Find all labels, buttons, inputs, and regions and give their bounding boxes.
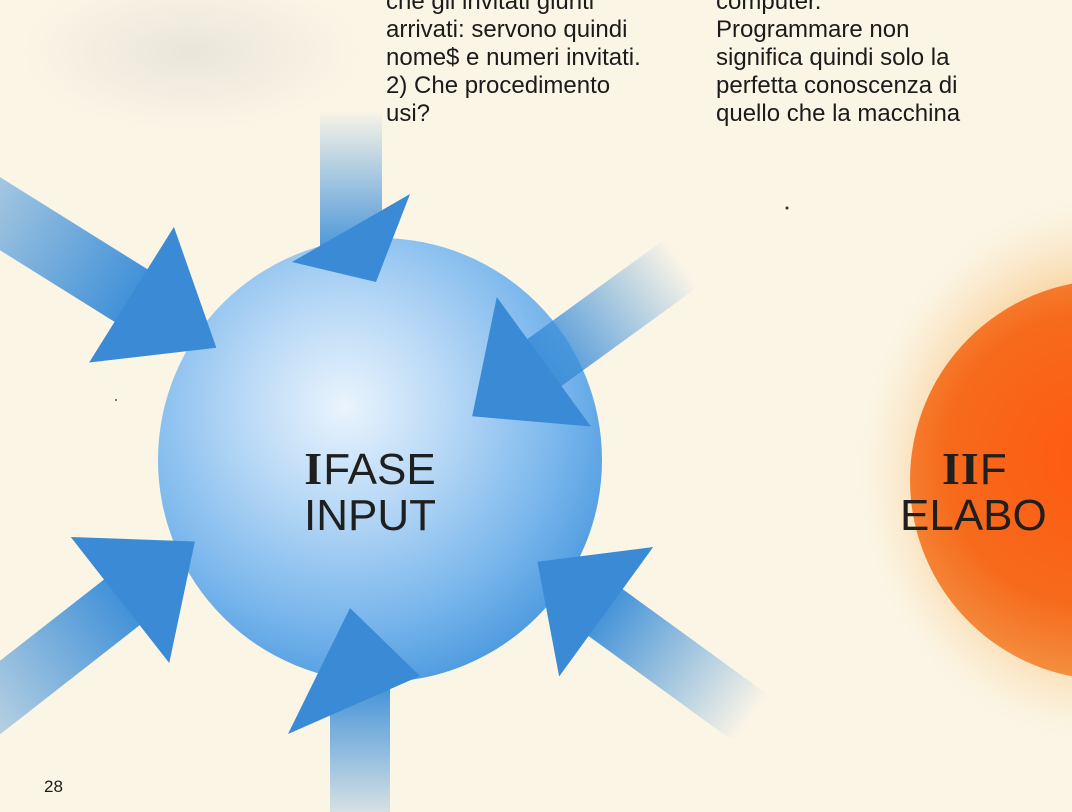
text-line: usi? xyxy=(386,100,431,127)
processing-phase-label: IIF ELABO xyxy=(900,446,1072,539)
text-line: 2) Che procedimento xyxy=(386,72,611,99)
text-line: arrivati: servono quindi xyxy=(386,16,628,43)
arrow-top xyxy=(292,110,410,282)
arrow-upper-left xyxy=(0,157,217,363)
text-line: significa quindi solo la xyxy=(716,44,950,71)
page-number: 28 xyxy=(44,777,63,796)
phase-word: F xyxy=(979,445,1007,494)
phase-name: ELABO xyxy=(900,491,1047,540)
text-line: computer. xyxy=(716,0,822,15)
text-line: che gli invitati giunti xyxy=(386,0,595,15)
left-text-column: che gli invitati giunti arrivati: servon… xyxy=(386,0,641,128)
text-line: Programmare non xyxy=(716,16,910,43)
input-phase-label: IFASE INPUT xyxy=(280,446,460,539)
speck xyxy=(115,399,117,401)
speck xyxy=(785,206,789,210)
arrow-lower-left xyxy=(0,536,195,737)
text-line: perfetta conoscenza di xyxy=(716,72,958,99)
text-line: quello che la macchina xyxy=(716,100,961,127)
arrow-lower-right xyxy=(537,547,769,742)
arrow-bottom xyxy=(288,608,420,812)
text-line: nome$ e numeri invitati. xyxy=(386,44,641,71)
phase-roman-numeral: II xyxy=(942,443,980,494)
arrow-upper-right xyxy=(472,239,699,427)
phase-word: FASE xyxy=(323,445,436,494)
orange-sphere xyxy=(910,283,1072,677)
phase-name: INPUT xyxy=(304,491,436,540)
right-text-column: computer. Programmare non significa quin… xyxy=(716,0,960,128)
bleed-through-shadow xyxy=(20,0,360,130)
phase-roman-numeral: I xyxy=(304,443,324,494)
